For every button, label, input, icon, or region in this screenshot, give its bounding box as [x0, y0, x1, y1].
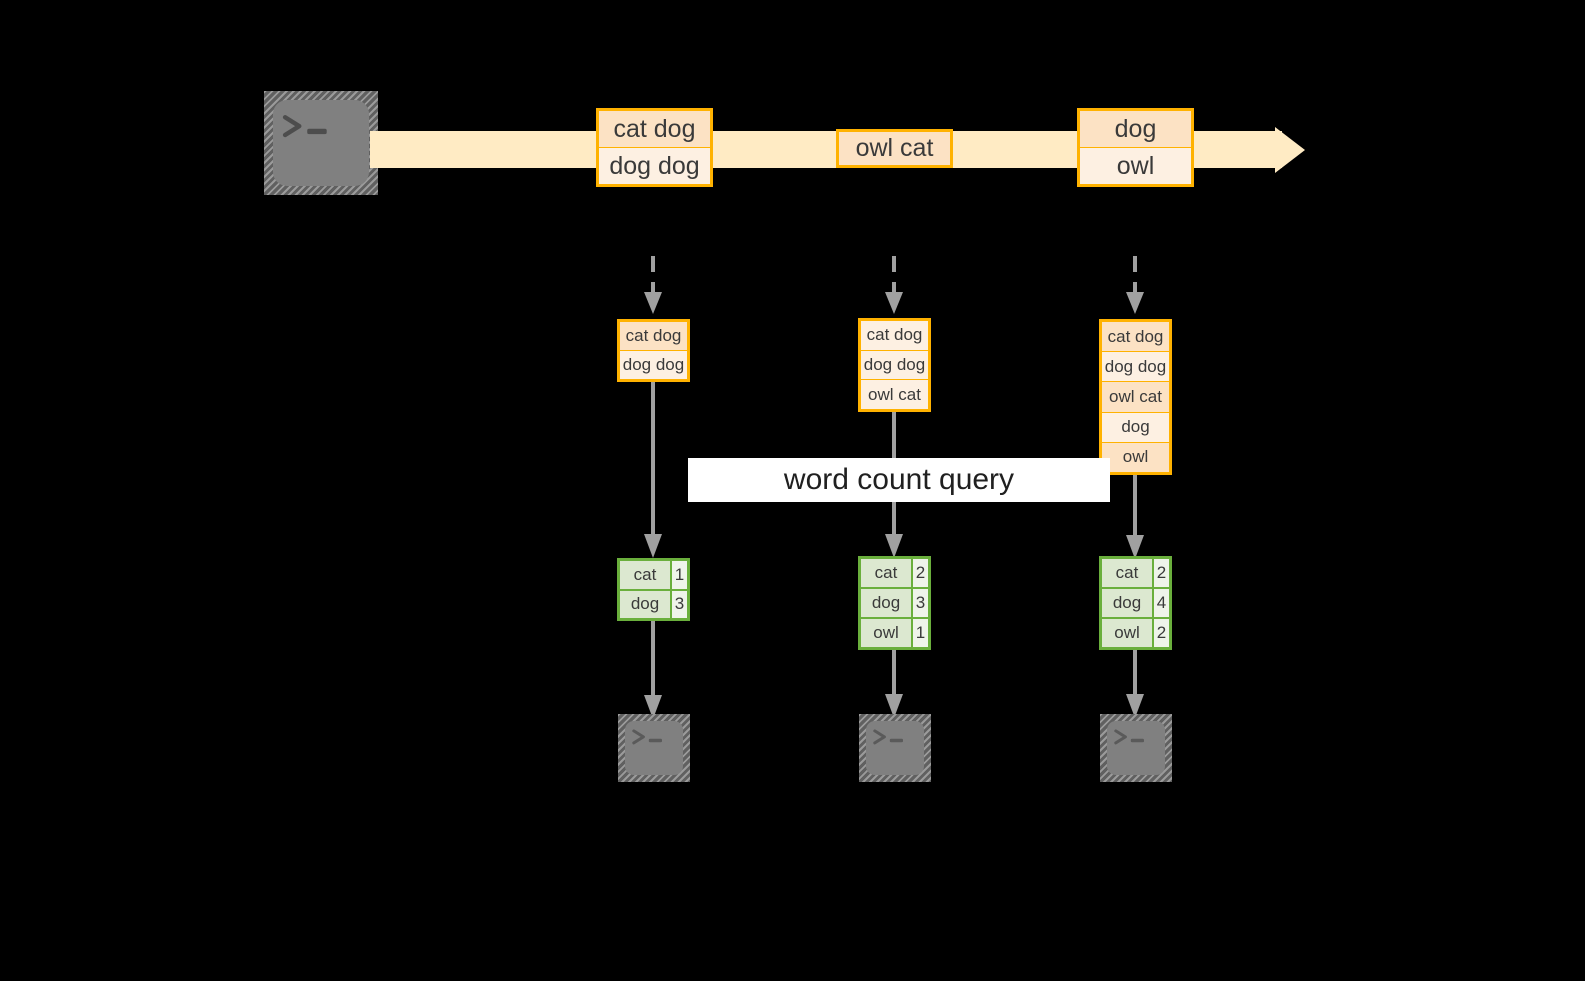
stream-arrow-head-icon [1275, 127, 1305, 173]
snapshot-box-column-3: cat dog dog dog owl cat dog owl [1099, 319, 1172, 475]
terminal-prompt-icon [632, 729, 662, 745]
stream-event: owl [1080, 148, 1191, 184]
snapshot-box-column-2: cat dog dog dog owl cat [858, 318, 931, 412]
result-row: dog 3 [620, 590, 687, 618]
stream-event-group-1: cat dog dog dog [596, 108, 713, 187]
result-count: 1 [672, 561, 687, 589]
result-row: dog 3 [861, 589, 928, 619]
result-row: dog 4 [1102, 589, 1169, 619]
stream-event-group-2: owl cat [836, 129, 953, 168]
result-table-column-3: cat 2 dog 4 owl 2 [1099, 556, 1172, 650]
result-table-column-1: cat 1 dog 3 [617, 558, 690, 621]
result-count: 4 [1154, 589, 1169, 617]
result-count: 2 [1154, 619, 1169, 647]
result-count: 2 [1154, 559, 1169, 587]
connector-snapshot-to-result-3 [1126, 475, 1144, 559]
snapshot-event: cat dog [861, 321, 928, 351]
result-word: cat [1102, 559, 1154, 587]
result-row: cat 1 [620, 561, 687, 591]
snapshot-event: dog dog [1102, 352, 1169, 383]
stream-event: owl cat [839, 132, 950, 165]
result-row: owl 1 [861, 619, 928, 647]
snapshot-event: owl [1102, 442, 1169, 473]
sink-terminal-icon-column-1 [618, 714, 690, 782]
result-count: 3 [913, 589, 928, 617]
terminal-prompt-icon [1114, 729, 1144, 745]
terminal-body [273, 100, 369, 186]
result-word: dog [620, 590, 672, 618]
connector-stream-to-snapshot-1 [644, 256, 662, 314]
sink-terminal-icon-column-3 [1100, 714, 1172, 782]
stream-event-group-3: dog owl [1077, 108, 1194, 187]
result-row: owl 2 [1102, 619, 1169, 647]
snapshot-event: owl cat [1102, 382, 1169, 413]
result-word: dog [1102, 589, 1154, 617]
stream-event: dog dog [599, 148, 710, 184]
result-word: cat [620, 561, 672, 589]
result-word: dog [861, 589, 913, 617]
connector-result-to-sink-3 [1126, 650, 1144, 718]
stream-event: cat dog [599, 111, 710, 148]
stream-event: dog [1080, 111, 1191, 148]
connector-snapshot-to-result-1 [644, 382, 662, 558]
source-terminal-icon [264, 91, 378, 195]
snapshot-event: cat dog [620, 322, 687, 351]
result-count: 1 [913, 619, 928, 647]
result-word: owl [1102, 619, 1154, 647]
snapshot-box-column-1: cat dog dog dog [617, 319, 690, 382]
result-table-column-2: cat 2 dog 3 owl 1 [858, 556, 931, 650]
connector-result-to-sink-2 [885, 650, 903, 718]
result-row: cat 2 [1102, 559, 1169, 589]
connector-result-to-sink-1 [644, 621, 662, 719]
connector-stream-to-snapshot-3 [1126, 256, 1144, 314]
snapshot-event: cat dog [1102, 322, 1169, 353]
query-banner: word count query [688, 458, 1110, 502]
terminal-prompt-icon [873, 729, 903, 745]
result-word: cat [861, 559, 913, 587]
result-row: cat 2 [861, 559, 928, 589]
snapshot-event: owl cat [861, 380, 928, 410]
query-banner-label: word count query [783, 463, 1015, 496]
result-word: owl [861, 619, 913, 647]
result-count: 3 [672, 590, 687, 618]
connector-stream-to-snapshot-2 [885, 256, 903, 314]
snapshot-event: dog dog [861, 350, 928, 381]
terminal-prompt-icon [282, 115, 327, 138]
snapshot-event: dog dog [620, 351, 687, 379]
snapshot-event: dog [1102, 412, 1169, 443]
result-count: 2 [913, 559, 928, 587]
sink-terminal-icon-column-2 [859, 714, 931, 782]
